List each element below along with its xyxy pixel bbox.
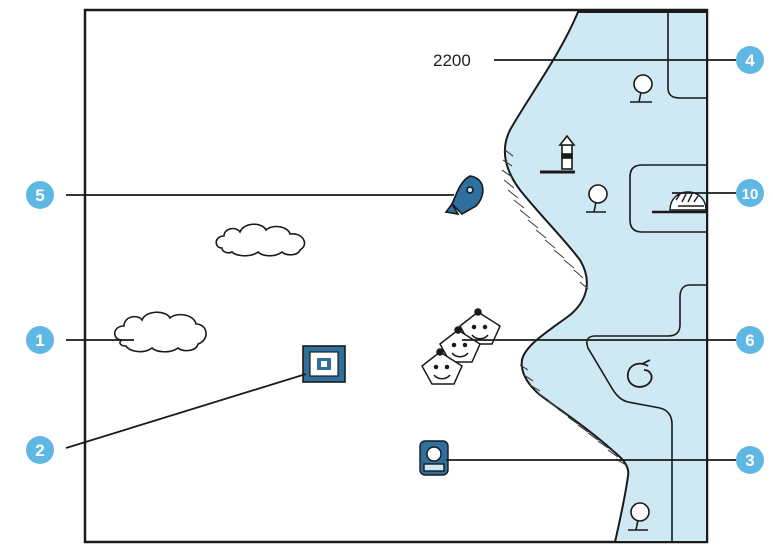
callout-badge-3: 3 (736, 446, 764, 474)
svg-text:2: 2 (35, 441, 44, 460)
ground-target-icon (303, 346, 345, 382)
callout-badge-5: 5 (26, 181, 54, 209)
callout-badge-4: 4 (736, 46, 764, 74)
svg-text:4: 4 (745, 51, 755, 70)
svg-text:3: 3 (745, 451, 754, 470)
callout-badge-2: 2 (26, 436, 54, 464)
callout-badge-10: 10 (736, 179, 764, 207)
score-readout: 2200 (433, 51, 471, 70)
ground-turret-icon (420, 441, 448, 475)
callout-badge-6: 6 (736, 326, 764, 354)
svg-text:5: 5 (35, 186, 44, 205)
svg-text:1: 1 (35, 331, 44, 350)
callout-badge-1: 1 (26, 326, 54, 354)
svg-text:10: 10 (742, 186, 759, 203)
svg-text:6: 6 (745, 331, 754, 350)
cloud-icon (115, 312, 206, 352)
